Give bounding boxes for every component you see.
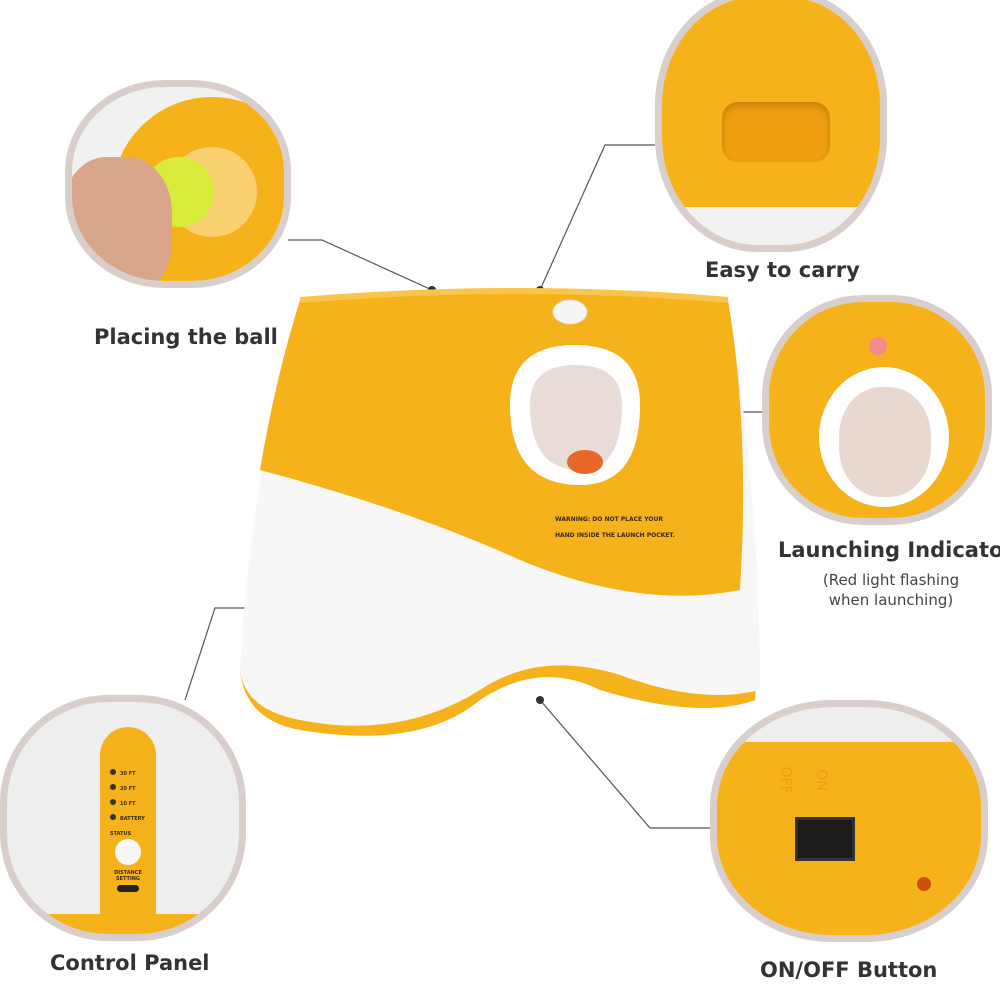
launch-note: (Red light flashing when launching): [822, 571, 960, 609]
launch-pocket: [510, 345, 640, 485]
label-on-off: ON/OFF Button: [760, 958, 938, 982]
label-placing-ball: Placing the ball: [94, 325, 278, 349]
hand: [72, 157, 172, 281]
led-battery: BATTERY STATUS: [110, 814, 145, 837]
inset-control-panel: 30 FT 20 FT 10 FT BATTERY STATUS DISTANC…: [0, 695, 246, 941]
inset-launching-indicator: [762, 295, 992, 525]
usb-port: [117, 885, 139, 892]
control-strip: 30 FT 20 FT 10 FT BATTERY STATUS DISTANC…: [100, 727, 156, 927]
label-launching-indicator: Launching Indicator: [778, 538, 1000, 562]
label-easy-carry: Easy to carry: [705, 258, 860, 282]
motion-sensor: [552, 299, 588, 325]
led-20ft: 20 FT: [110, 782, 156, 797]
label-control-panel: Control Panel: [50, 951, 210, 975]
warning-text: WARNING: DO NOT PLACE YOUR HAND INSIDE T…: [555, 516, 675, 539]
inset-on-off: OFF ON: [710, 700, 988, 942]
inset-placing-ball: [65, 80, 291, 288]
inset-easy-carry: [655, 0, 887, 252]
led-10ft: 10 FT: [110, 797, 156, 812]
distance-setting-button[interactable]: [115, 839, 141, 865]
power-switch[interactable]: [795, 817, 855, 861]
red-indicator-light: [869, 337, 887, 355]
dc-port: [917, 877, 931, 891]
led-30ft: 30 FT: [110, 767, 156, 782]
carry-handle: [722, 102, 830, 162]
